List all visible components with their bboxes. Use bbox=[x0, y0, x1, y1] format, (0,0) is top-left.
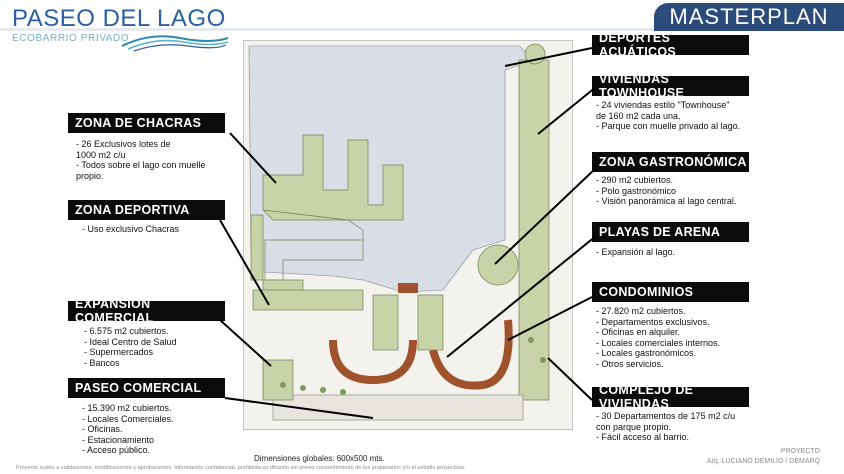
text-zona-deportiva: - Uso exclusivo Chacras bbox=[82, 224, 180, 234]
logo-waves-icon bbox=[121, 35, 229, 52]
dimensions-note: Dimensiones globales: 600x500 mts. bbox=[254, 454, 385, 463]
text-playas-arena: - Expansión al lago. bbox=[596, 247, 676, 257]
footer-note: Proyecto sujeto a validaciones, modifica… bbox=[16, 465, 466, 471]
label-zona-gastronomica: ZONA GASTRONÓMICA bbox=[592, 152, 749, 172]
label-condominios: CONDOMINIOS bbox=[592, 282, 749, 302]
text-zona-gastronomica: - 290 m2 cubiertos. - Polo gastronómico … bbox=[596, 175, 737, 206]
text-complejo-viviendas: - 30 Departamentos de 175 m2 c/u con par… bbox=[596, 411, 736, 442]
header-divider bbox=[0, 28, 654, 31]
credit-block: PROYECTO Arq. LUCIANO DEMILIO / DEMARQ bbox=[620, 447, 820, 467]
text-paseo-comercial: - 15.390 m2 cubiertos. - Locales Comerci… bbox=[82, 403, 174, 455]
credit-line1: PROYECTO bbox=[780, 448, 820, 455]
brand-title: PASEO DEL LAGO bbox=[12, 5, 226, 32]
text-expansion-comercial: - 6.575 m2 cubiertos. - Ideal Centro de … bbox=[84, 326, 177, 368]
label-playas-arena: PLAYAS DE ARENA bbox=[592, 222, 749, 242]
masterplan-map bbox=[243, 40, 573, 430]
credit-line2: Arq. LUCIANO DEMILIO / DEMARQ bbox=[706, 458, 820, 465]
label-zona-deportiva: ZONA DEPORTIVA bbox=[68, 200, 225, 220]
brand-subtitle: ECOBARRIO PRIVADO bbox=[12, 33, 130, 44]
text-viviendas-townhouse: - 24 viviendas estilo "Townhouse" de 160… bbox=[596, 100, 741, 131]
text-zona-chacras: - 26 Exclusivos lotes de 1000 m2 c/u - T… bbox=[76, 139, 206, 181]
label-paseo-comercial: PASEO COMERCIAL bbox=[68, 378, 225, 398]
label-zona-chacras: ZONA DE CHACRAS bbox=[68, 113, 225, 133]
text-condominios: - 27.820 m2 cubiertos. - Departamentos e… bbox=[596, 306, 721, 369]
section-title: MASTERPLAN bbox=[654, 3, 844, 31]
